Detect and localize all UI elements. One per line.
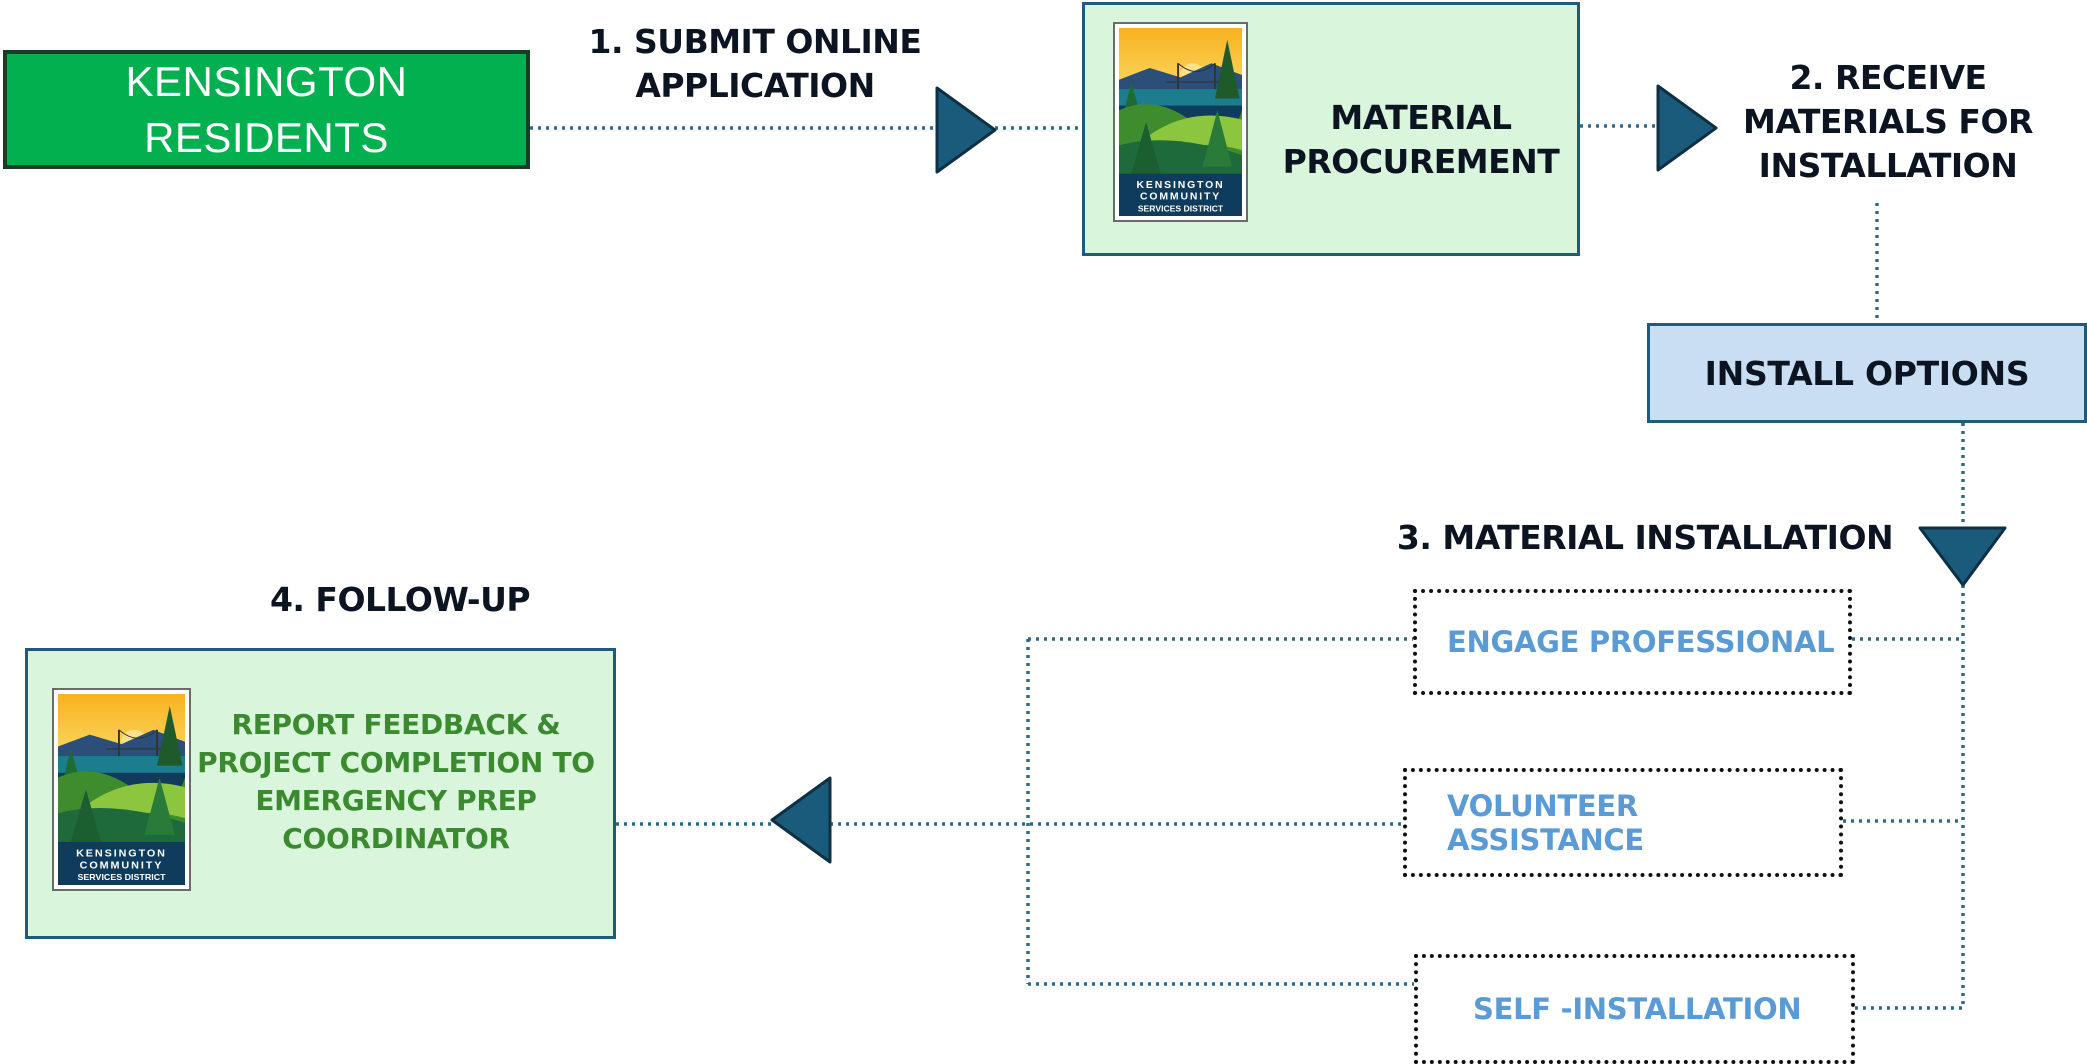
- district-logo: KENSINGTON COMMUNITY SERVICES DISTRICT: [1113, 22, 1248, 222]
- option-self-installation: SELF -INSTALLATION: [1414, 954, 1855, 1064]
- arrow-right-2: [1656, 84, 1718, 172]
- district-logo-icon: KENSINGTON COMMUNITY SERVICES DISTRICT: [1119, 28, 1242, 216]
- logo-text-line3: SERVICES DISTRICT: [1138, 203, 1224, 213]
- logo-text-line1: KENSINGTON: [76, 849, 167, 860]
- arrow-right-1: [935, 86, 997, 174]
- logo-text-line2: COMMUNITY: [80, 861, 164, 872]
- arrow-left-4: [770, 776, 832, 864]
- option-engage-professional: ENGAGE PROFESSIONAL: [1413, 589, 1852, 695]
- logo-text-line3: SERVICES DISTRICT: [77, 872, 166, 882]
- node-install-options-label: INSTALL OPTIONS: [1704, 353, 2030, 393]
- option-label: SELF -INSTALLATION: [1473, 992, 1802, 1026]
- step-2-label: 2. RECEIVE MATERIALS FOR INSTALLATION: [1743, 58, 2033, 185]
- arrow-down-3: [1918, 526, 2007, 587]
- node-residents-label: KENSINGTON RESIDENTS: [125, 57, 408, 161]
- node-kensington-residents: KENSINGTON RESIDENTS: [3, 50, 530, 169]
- step-1-label: 1. SUBMIT ONLINE APPLICATION: [588, 22, 922, 105]
- district-logo: KENSINGTON COMMUNITY SERVICES DISTRICT: [52, 688, 191, 891]
- district-logo-icon: KENSINGTON COMMUNITY SERVICES DISTRICT: [58, 694, 185, 885]
- option-volunteer-assistance: VOLUNTEER ASSISTANCE: [1403, 768, 1843, 877]
- node-procurement-label: MATERIAL PROCUREMENT: [1282, 98, 1560, 181]
- node-install-options: INSTALL OPTIONS: [1647, 323, 2087, 423]
- logo-text-line1: KENSINGTON: [1137, 180, 1225, 191]
- node-followup-label: REPORT FEEDBACK & PROJECT COMPLETION TO …: [197, 708, 595, 855]
- step-3-label: 3. MATERIAL INSTALLATION: [1396, 518, 1894, 557]
- option-label: VOLUNTEER ASSISTANCE: [1447, 788, 1644, 857]
- step-4-label: 4. FOLLOW-UP: [269, 580, 531, 619]
- logo-text-line2: COMMUNITY: [1140, 192, 1221, 203]
- option-label: ENGAGE PROFESSIONAL: [1447, 625, 1835, 659]
